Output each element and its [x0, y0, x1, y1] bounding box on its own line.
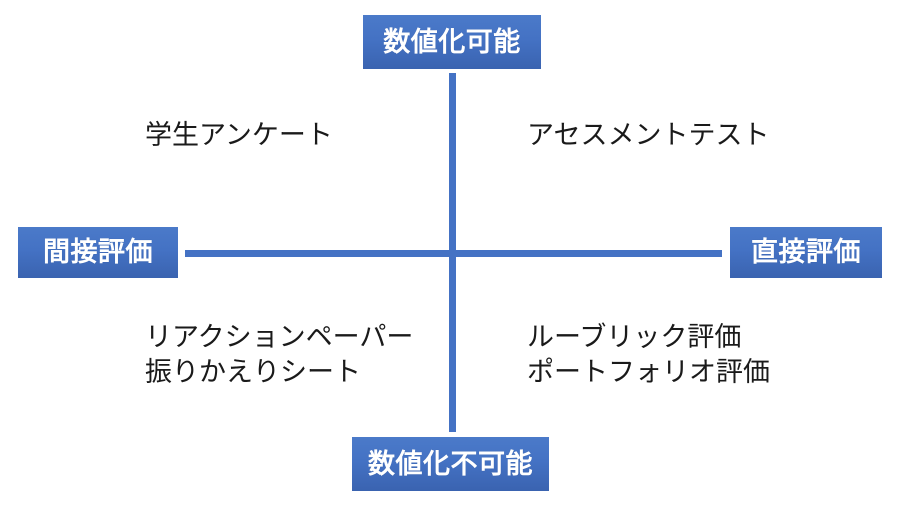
quadrant-item-top-right: アセスメントテスト [527, 120, 770, 150]
axis-label-bottom-not-quantifiable: 数値化不可能 [352, 437, 549, 491]
horizontal-axis-line [185, 250, 722, 257]
axis-label-left-indirect-assessment: 間接評価 [18, 227, 178, 278]
quadrant-item-top-left: 学生アンケート [145, 120, 333, 150]
axis-label-top-quantifiable: 数値化可能 [363, 15, 541, 69]
quadrant-item-bottom-right: ルーブリック評価 ポートフォリオ評価 [527, 322, 770, 388]
quadrant-item-bottom-left: リアクションペーパー 振りかえりシート [145, 322, 414, 388]
axis-label-right-direct-assessment: 直接評価 [730, 227, 882, 278]
